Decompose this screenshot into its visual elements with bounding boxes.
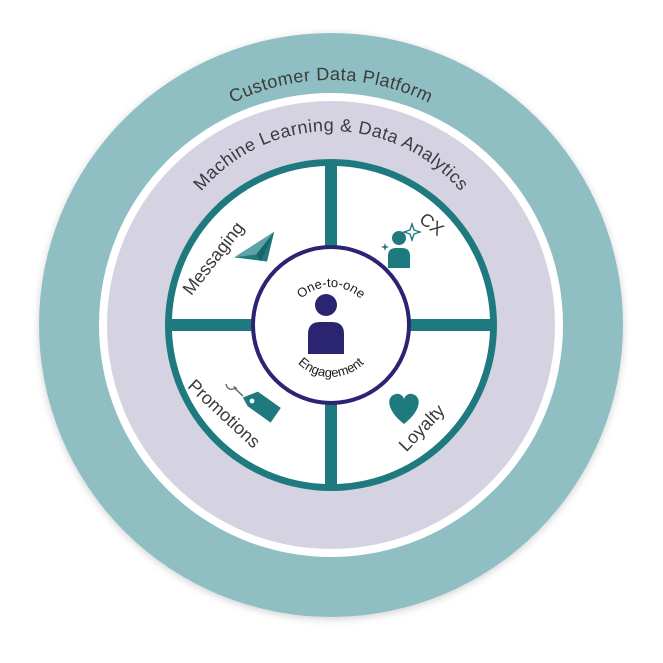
price-tag-icon bbox=[225, 383, 281, 423]
person-sparkle-icon bbox=[381, 221, 423, 268]
person-icon bbox=[308, 294, 344, 354]
heart-icon bbox=[389, 393, 419, 424]
